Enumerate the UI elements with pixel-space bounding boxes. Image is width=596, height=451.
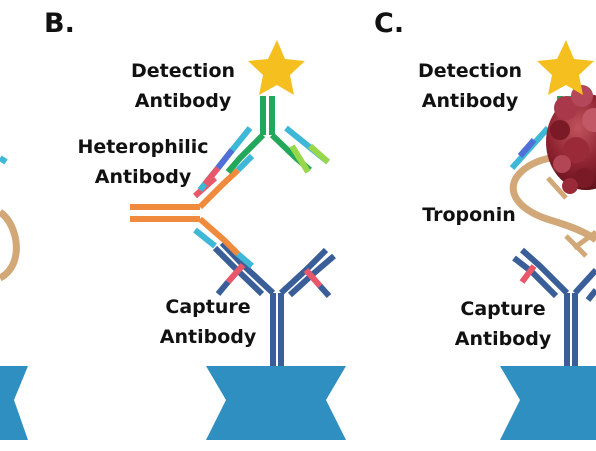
panel-b: [130, 40, 346, 440]
panel-a-base: [0, 366, 28, 440]
panel-a-antibody-fragment: [0, 155, 8, 165]
panel-a-partial: [0, 155, 28, 440]
panel-c-base: [500, 366, 596, 440]
panel-b-letter: B.: [44, 8, 75, 39]
panel-c-letter: C.: [374, 8, 405, 39]
panel-b-heterophilic-label: Heterophilic Antibody: [77, 136, 209, 188]
panel-c-troponin-protein: [546, 85, 596, 194]
panel-c-star: [537, 40, 594, 95]
panel-b-detection-label: Detection Antibody: [130, 60, 236, 112]
panel-a-troponin-strand: [0, 209, 20, 282]
panel-c-capture-antibody: [512, 247, 596, 366]
panel-b-star: [248, 40, 305, 95]
panel-b-capture-label: Capture Antibody: [159, 296, 257, 348]
panel-b-base: [206, 366, 346, 440]
panel-b-detection-antibody: [197, 96, 330, 192]
panel-c: [500, 40, 596, 440]
panel-c-capture-label: Capture Antibody: [454, 298, 552, 350]
panel-b-capture-antibody: [212, 240, 336, 366]
panel-c-troponin-label: Troponin: [422, 204, 516, 226]
panel-c-detection-label: Detection Antibody: [417, 60, 523, 112]
